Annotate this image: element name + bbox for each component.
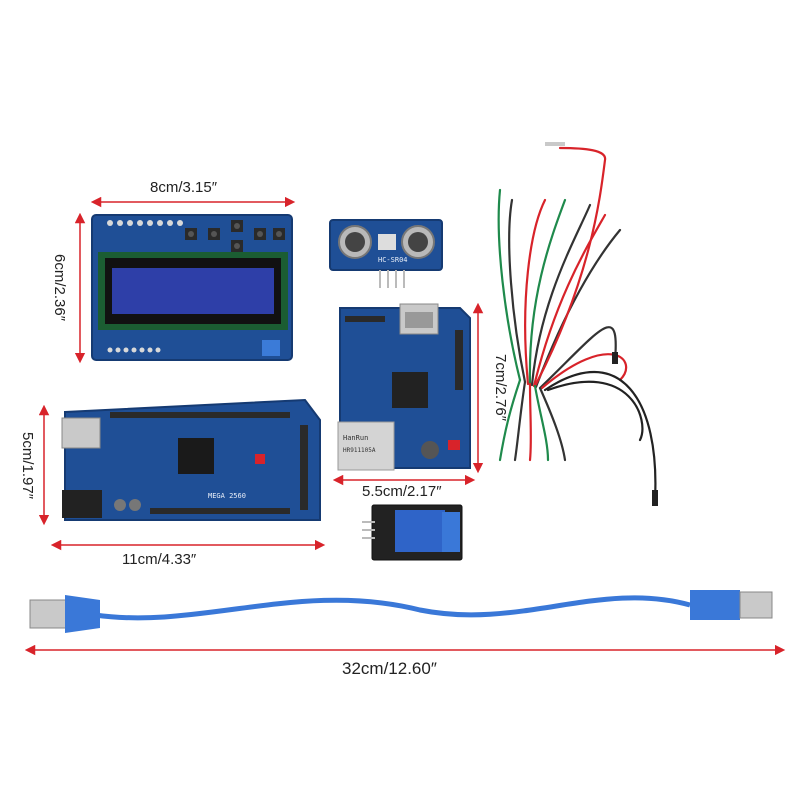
cable-length-label: 32cm/12.60″: [342, 659, 437, 678]
mega-label: MEGA 2560: [208, 492, 246, 500]
lcd-width-label: 8cm/3.15″: [150, 179, 218, 196]
usb-cable: [29, 590, 773, 633]
sensor-label: HC-SR04: [378, 256, 408, 264]
ethernet-brand: HanRun: [343, 434, 368, 442]
lcd-keypad-shield: [91, 214, 293, 361]
wire-tips: [545, 142, 658, 506]
ultrasonic-sensor: HC-SR04: [329, 219, 443, 288]
ethernet-chip-label: HR911105A: [343, 447, 376, 454]
mega-2560-board: MEGA 2560: [61, 398, 321, 521]
ethernet-height-label: 7cm/2.76″: [492, 353, 510, 422]
lcd-height-label: 6cm/2.36″: [51, 253, 69, 322]
mega-height-label: 5cm/1.97″: [19, 431, 37, 500]
relay-module: [362, 504, 463, 561]
mega-width-label: 11cm/4.33″: [122, 551, 197, 568]
lcd-screen: [112, 268, 274, 314]
dimension-arrows: [24, 196, 786, 656]
ethernet-shield: HanRun HR911105A: [337, 303, 471, 471]
jumper-wires: [497, 146, 657, 502]
keypad-buttons: [185, 220, 285, 252]
ethernet-width-label: 5.5cm/2.17″: [362, 483, 442, 500]
